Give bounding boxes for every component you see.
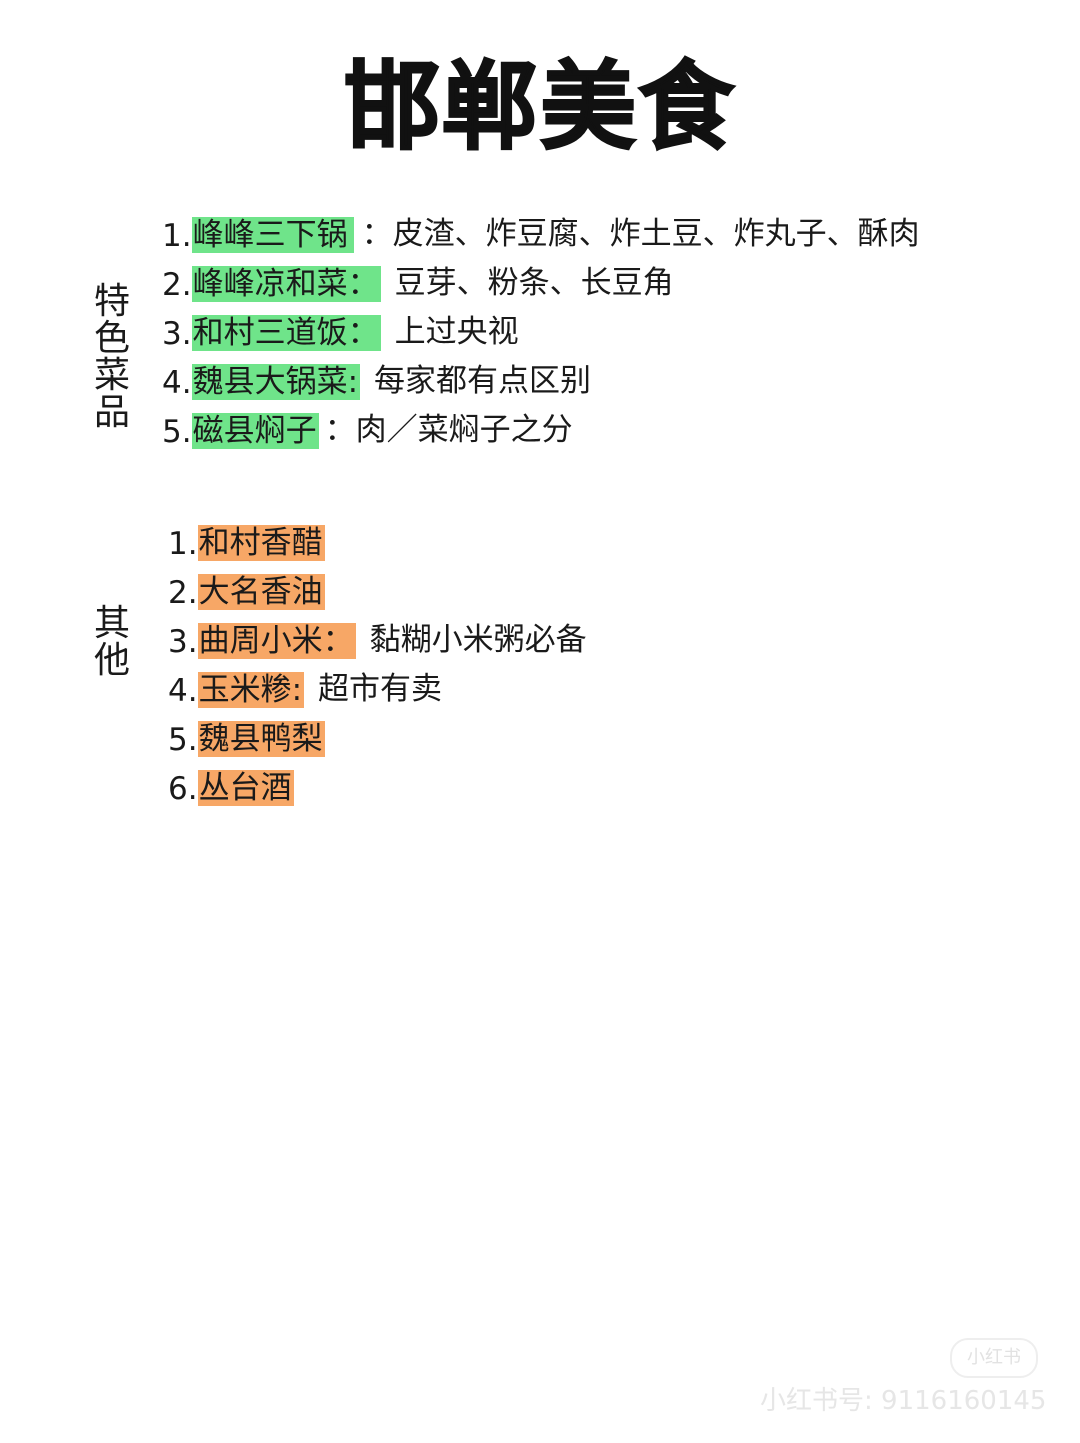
section-label-char: 色 xyxy=(93,318,130,359)
list-item: 6.丛台酒 xyxy=(168,765,587,814)
item-number: 3. xyxy=(168,624,198,660)
list-item: 3.和村三道饭： 上过央视 xyxy=(162,310,920,359)
item-name-highlight: 大名香油 xyxy=(197,573,325,610)
item-name-highlight: 魏县鸭梨 xyxy=(197,720,325,757)
item-name-highlight: 玉米糁: xyxy=(197,671,305,708)
item-number: 4. xyxy=(168,673,198,709)
watermark-logo: 小红书 xyxy=(950,1338,1038,1378)
section-label-specialties: 特 色 菜 品 xyxy=(90,283,134,431)
item-number: 2. xyxy=(168,575,198,611)
item-description: 超市有卖 xyxy=(318,671,443,707)
section-label-char: 其 xyxy=(93,603,130,644)
list-item: 2.峰峰凉和菜： 豆芽、粉条、长豆角 xyxy=(162,261,920,310)
list-item: 1.峰峰三下锅：皮渣、炸豆腐、炸土豆、炸丸子、酥肉 xyxy=(162,212,920,261)
item-description: ：皮渣、炸豆腐、炸土豆、炸丸子、酥肉 xyxy=(361,216,920,252)
item-name-highlight: 曲周小米： xyxy=(197,622,356,659)
item-number: 1. xyxy=(162,218,192,254)
list-item: 4.玉米糁: 超市有卖 xyxy=(168,667,587,716)
list-item: 1.和村香醋 xyxy=(168,520,587,569)
section-label-char: 他 xyxy=(93,640,130,681)
specialties-list: 1.峰峰三下锅：皮渣、炸豆腐、炸土豆、炸丸子、酥肉 2.峰峰凉和菜： 豆芽、粉条、… xyxy=(162,212,920,457)
page-title: 邯郸美食 xyxy=(343,51,736,163)
item-name-highlight: 魏县大锅菜: xyxy=(191,363,361,400)
list-item: 2.大名香油 xyxy=(168,569,587,618)
item-name-highlight: 峰峰三下锅 xyxy=(191,216,354,253)
item-number: 2. xyxy=(162,267,192,303)
watermark-id: 小红书号: 9116160145 xyxy=(760,1386,1047,1416)
item-number: 3. xyxy=(162,316,192,352)
item-number: 6. xyxy=(168,771,198,807)
item-name-highlight: 和村香醋 xyxy=(197,524,325,561)
others-list: 1.和村香醋 2.大名香油 3.曲周小米：黏糊小米粥必备 4.玉米糁:超市有卖 … xyxy=(168,520,587,814)
list-item: 4.魏县大锅菜: 每家都有点区别 xyxy=(162,359,920,408)
item-description: ：肉／菜焖子之分 xyxy=(324,412,573,448)
item-description: 上过央视 xyxy=(394,314,519,350)
section-label-char: 品 xyxy=(93,392,130,433)
list-item: 5.磁县焖子：肉／菜焖子之分 xyxy=(162,408,920,457)
item-name-highlight: 和村三道饭： xyxy=(191,314,381,351)
section-label-char: 特 xyxy=(93,281,130,322)
item-description: 豆芽、粉条、长豆角 xyxy=(394,265,674,301)
section-label-others: 其 他 xyxy=(90,605,134,679)
item-name-highlight: 丛台酒 xyxy=(197,769,294,806)
list-item: 5.魏县鸭梨 xyxy=(168,716,587,765)
item-number: 5. xyxy=(168,722,198,758)
item-name-highlight: 磁县焖子 xyxy=(191,412,319,449)
item-description: 黏糊小米粥必备 xyxy=(369,622,587,658)
item-name-highlight: 峰峰凉和菜： xyxy=(191,265,381,302)
section-label-char: 菜 xyxy=(93,355,130,396)
item-description: 每家都有点区别 xyxy=(374,363,592,399)
item-number: 1. xyxy=(168,526,198,562)
item-number: 5. xyxy=(162,414,192,450)
list-item: 3.曲周小米： 黏糊小米粥必备 xyxy=(168,618,587,667)
item-number: 4. xyxy=(162,365,192,401)
